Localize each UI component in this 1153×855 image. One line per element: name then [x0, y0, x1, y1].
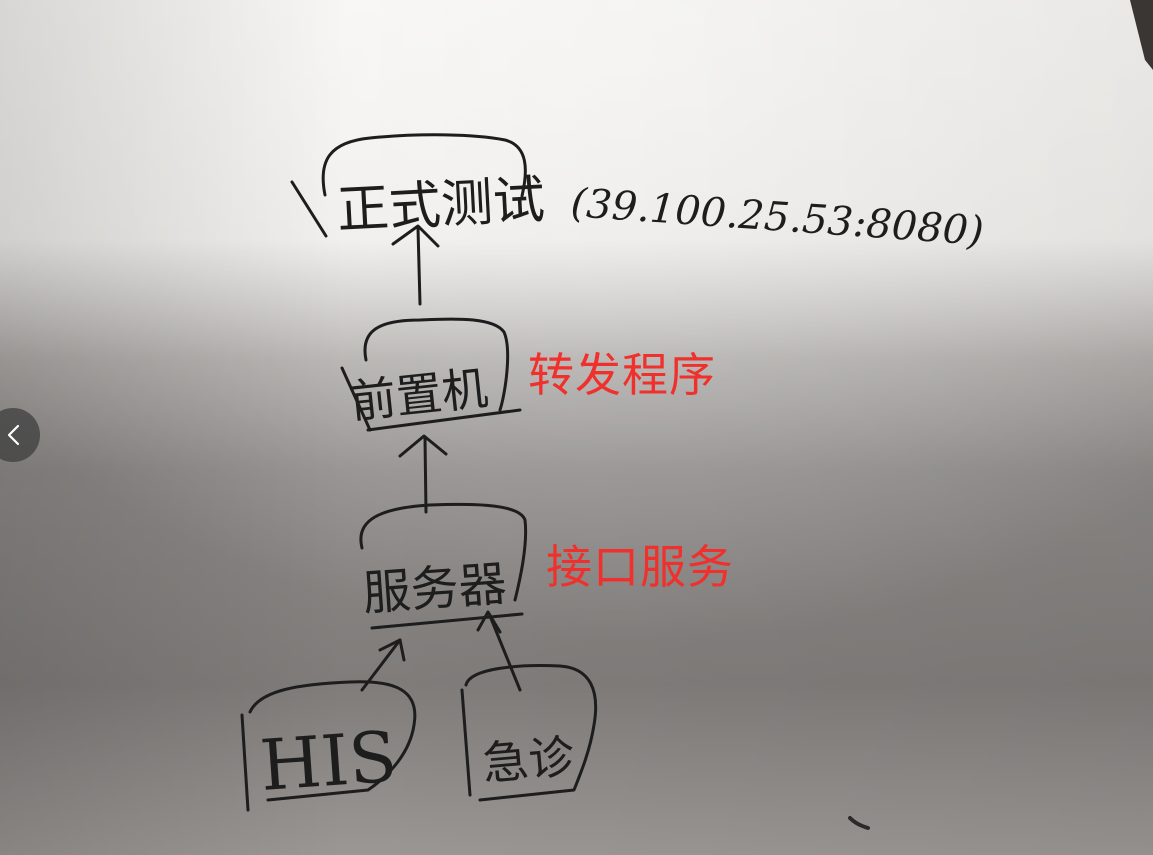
emergency-node-outline [460, 688, 472, 797]
emergency-node-text: 急诊 [480, 729, 576, 791]
middle-node-outline [363, 317, 510, 412]
his-node-outline [240, 713, 250, 812]
lower-node-annotation: 接口服务 [546, 540, 734, 594]
chevron-left-icon [7, 424, 20, 446]
lower-node-text: 服务器 [361, 556, 509, 622]
top-node-outline [321, 133, 527, 198]
middle-node-annotation: 转发程序 [528, 348, 716, 402]
top-node-text: 正式测试 [336, 170, 547, 241]
lower-node-outline [359, 502, 528, 602]
his-node-text: HIS [257, 716, 399, 807]
